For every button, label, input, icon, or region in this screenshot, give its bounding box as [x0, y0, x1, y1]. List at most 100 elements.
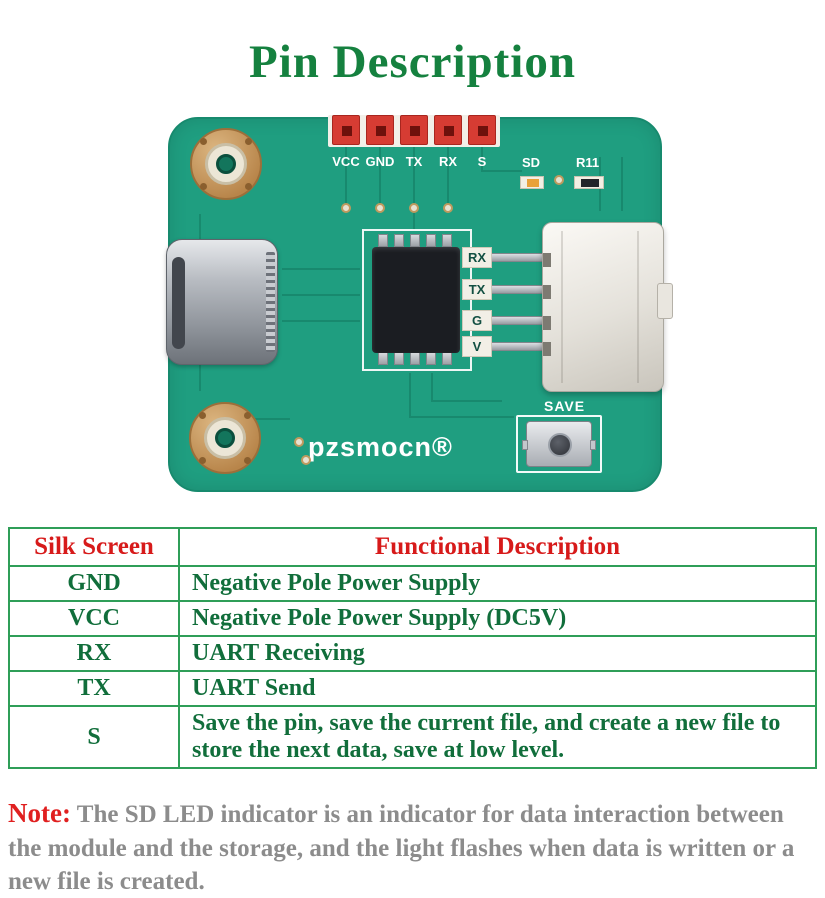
jst-connector	[542, 222, 673, 392]
chip-pin	[426, 352, 436, 365]
pin-header-pin	[468, 115, 496, 145]
chip-pin	[410, 234, 420, 247]
pad-dot	[200, 183, 207, 190]
pin-description-table: Silk Screen Functional Description GND N…	[8, 527, 817, 769]
drill-hole	[215, 428, 235, 448]
button-leg	[522, 440, 528, 450]
table-row: GND Negative Pole Power Supply	[8, 565, 817, 602]
jst-latch	[657, 283, 673, 319]
button-cap	[548, 433, 572, 457]
connector-pin	[490, 253, 548, 262]
pin-header-pin	[400, 115, 428, 145]
pin-name: GND	[8, 565, 180, 602]
pin-hole	[376, 126, 386, 136]
pad-dot	[199, 412, 206, 419]
chip-pin	[378, 234, 388, 247]
table-row: RX UART Receiving	[8, 635, 817, 672]
silkscreen-label-save: SAVE	[544, 398, 586, 414]
silkscreen-label-r11: R11	[576, 155, 600, 170]
ic-silkscreen-outline	[362, 229, 472, 371]
drill-hole	[216, 154, 236, 174]
pin-name: S	[8, 705, 180, 769]
pin-hole	[410, 126, 420, 136]
jst-seam	[637, 231, 639, 383]
via-hole	[409, 203, 419, 213]
pad-dot	[244, 412, 251, 419]
save-tactile-button	[522, 421, 596, 467]
pin-hole	[342, 126, 352, 136]
chip-pin	[442, 352, 452, 365]
pad-dot	[200, 138, 207, 145]
pad-dot	[199, 457, 206, 464]
silkscreen-label-vcc: VCC	[332, 154, 360, 169]
jst-pin-slot	[543, 253, 551, 267]
sd-led	[520, 176, 544, 189]
resistor-r11	[574, 176, 604, 189]
via-hole	[443, 203, 453, 213]
table-row: S Save the pin, save the current file, a…	[8, 705, 817, 769]
note: Note: The SD LED indicator is an indicat…	[8, 796, 818, 898]
button-leg	[590, 440, 596, 450]
chip-pin	[426, 234, 436, 247]
table-row: VCC Negative Pole Power Supply (DC5V)	[8, 600, 817, 637]
pad-dot	[244, 457, 251, 464]
pad-label-v: V	[462, 336, 492, 357]
pin-header-pin	[332, 115, 360, 145]
chip-pin	[442, 234, 452, 247]
pcb-board: VCC GND TX RX S SD R11 RX TX	[166, 115, 673, 492]
via-hole	[301, 455, 311, 465]
connector-pin	[490, 316, 548, 325]
usb-c-pins	[266, 252, 275, 352]
pad-dot	[245, 138, 252, 145]
pin-name: RX	[8, 635, 180, 672]
connector-pin	[490, 285, 548, 294]
pin-header-pin	[366, 115, 394, 145]
page-title: Pin Description	[248, 36, 577, 89]
pin-description: Save the pin, save the current file, and…	[178, 705, 817, 769]
silkscreen-label-tx: TX	[405, 154, 423, 169]
table-header-row: Silk Screen Functional Description	[8, 527, 817, 567]
pad-label-rx: RX	[462, 247, 492, 268]
usb-c-opening	[172, 257, 185, 349]
mounting-hole-top-left	[190, 128, 262, 200]
silkscreen-label-gnd: GND	[365, 154, 395, 169]
connector-pin	[490, 342, 548, 351]
via-hole	[375, 203, 385, 213]
led-die	[527, 179, 539, 187]
mounting-hole-bottom-left	[189, 402, 261, 474]
pad-label-g: G	[462, 310, 492, 331]
chip-pin	[394, 234, 404, 247]
jst-pin-slot	[543, 342, 551, 356]
via-hole	[554, 175, 564, 185]
silkscreen-label-sd: SD	[522, 155, 541, 170]
jst-pin-slot	[543, 316, 551, 330]
pin-name: VCC	[8, 600, 180, 637]
pin-header-pin	[434, 115, 462, 145]
note-text: The SD LED indicator is an indicator for…	[8, 801, 795, 895]
chip-pin	[378, 352, 388, 365]
pin-hole	[478, 126, 488, 136]
pin-description: UART Send	[178, 670, 817, 707]
silkscreen-label-rx: RX	[438, 154, 458, 169]
brand-silkscreen: pzsmocn®	[308, 432, 453, 462]
chip-pin	[410, 352, 420, 365]
via-hole	[341, 203, 351, 213]
pin-description: Negative Pole Power Supply	[178, 565, 817, 602]
ic-chip	[372, 247, 460, 353]
silkscreen-label-s: S	[477, 154, 487, 169]
jst-pin-slot	[543, 285, 551, 299]
resistor-body	[581, 179, 599, 187]
column-header-silkscreen: Silk Screen	[8, 527, 180, 567]
usb-c-connector	[166, 239, 278, 365]
chip-pin	[394, 352, 404, 365]
note-label: Note:	[8, 798, 71, 828]
pad-dot	[245, 183, 252, 190]
pin-description: UART Receiving	[178, 635, 817, 672]
pin-hole	[444, 126, 454, 136]
column-header-function: Functional Description	[178, 527, 817, 567]
via-hole	[294, 437, 304, 447]
table-row: TX UART Send	[8, 670, 817, 707]
pin-description: Negative Pole Power Supply (DC5V)	[178, 600, 817, 637]
pin-name: TX	[8, 670, 180, 707]
